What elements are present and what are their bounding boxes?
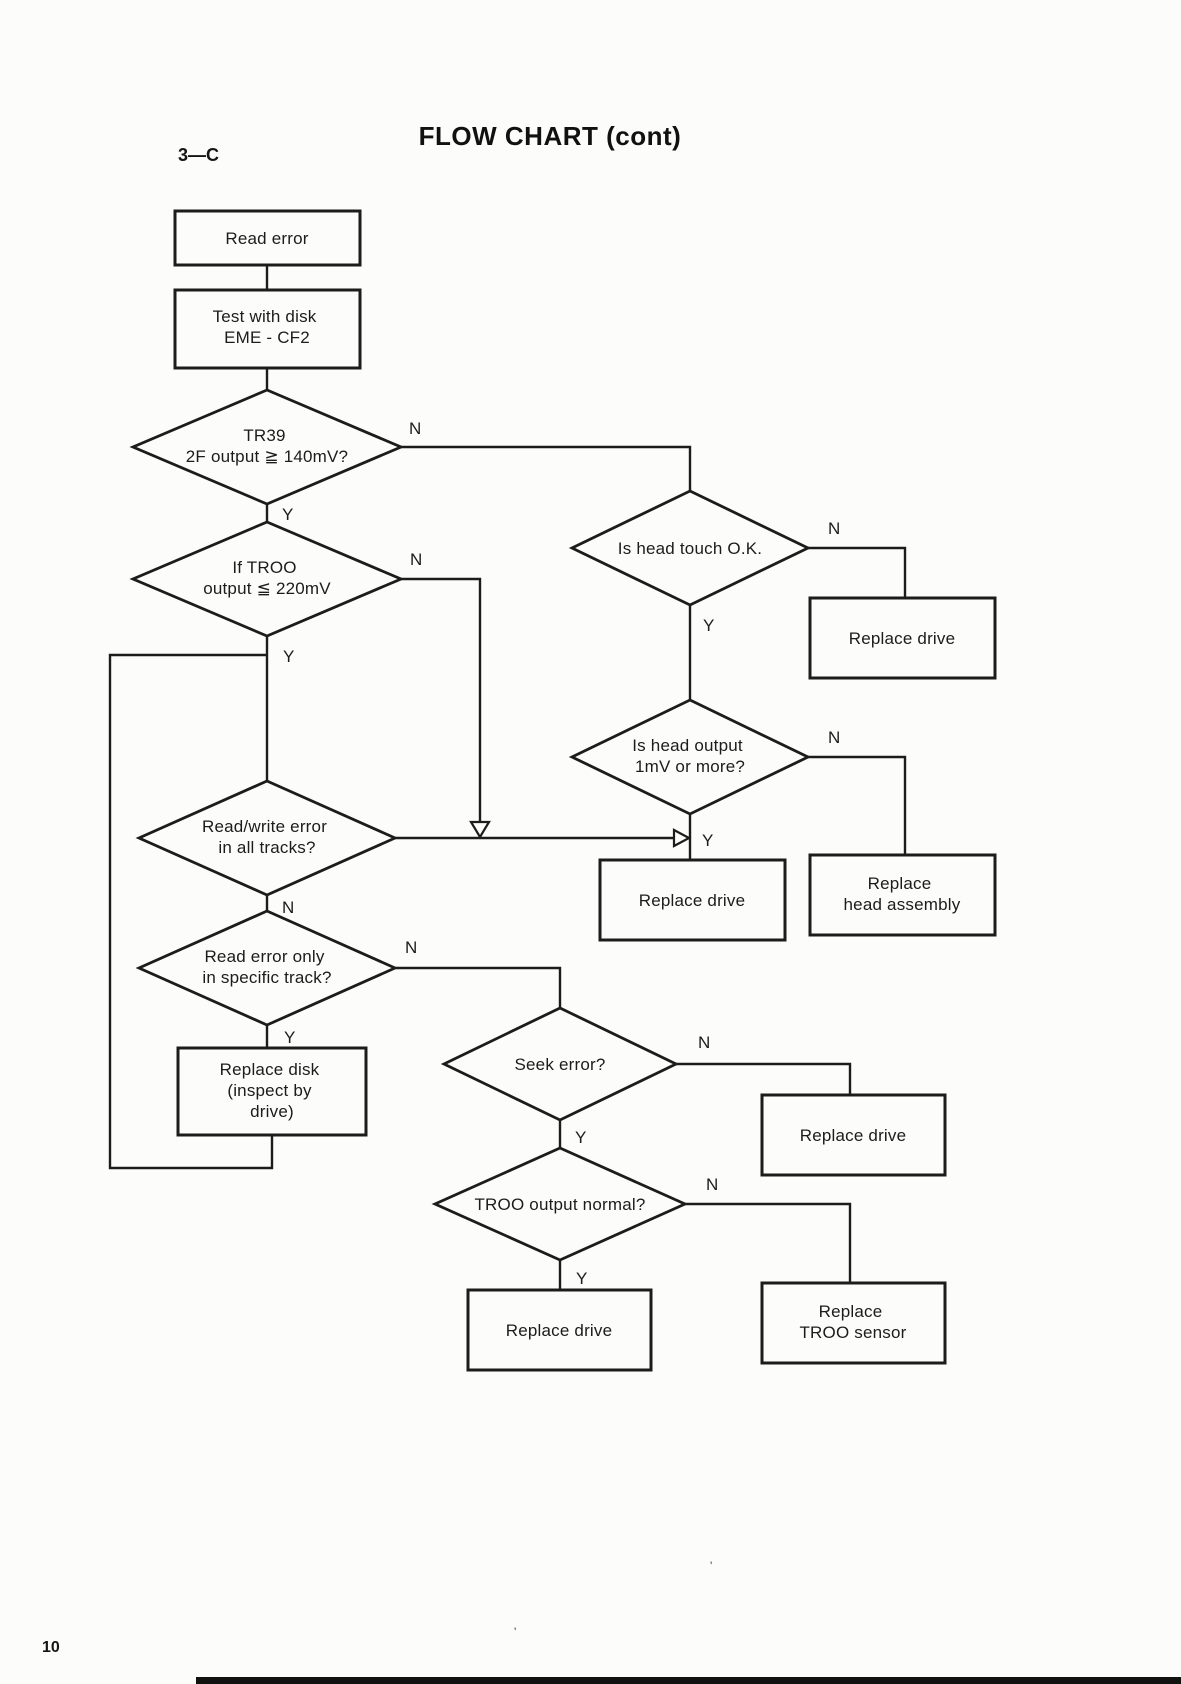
branch-specific-no: N [405,938,417,957]
branch-head-touch-no: N [828,519,840,538]
stray-mark-2: ' [514,1625,516,1639]
edge-troo-normal-no [685,1202,852,1283]
bottom-rule [196,1677,1181,1684]
branch-seek-no: N [698,1033,710,1052]
edge-tr39-no [401,445,692,491]
box-replace-drive-top-label: Replace drive [849,629,956,648]
decision-read-error-specific-label: Read error only in specific track? [202,947,331,987]
branch-head-output-no: N [828,728,840,747]
edge-replace-disk-loop [108,653,274,1170]
branch-troo-220-no: N [410,550,422,569]
edge-seek-no [676,1062,852,1095]
box-replace-disk [176,1046,368,1137]
branch-troo-220-yes: Y [283,647,294,666]
box-replace-drive-top [808,596,997,680]
arrowhead-right-icon [672,828,692,848]
decision-seek-error [440,1006,680,1122]
edge-specific-no [395,966,562,1008]
decision-tr39-label: TR39 2F output ≧ 140mV? [186,426,348,466]
flow-boxes: Read error Test with disk EME - CF2 Repl… [173,209,997,1372]
branch-rw-error-no: N [282,898,294,917]
decision-troo-220 [129,520,405,638]
edge-head-touch-no [808,546,907,598]
box-replace-troo-sensor [760,1281,947,1365]
decision-tr39 [129,388,405,506]
arrowheads [469,820,692,848]
decision-troo-normal-label: TROO output normal? [474,1195,645,1214]
branch-head-output-yes: Y [702,831,713,850]
box-replace-head-assembly-label: Replace head assembly [844,874,961,914]
box-test-disk [173,288,362,370]
box-read-error-label: Read error [225,229,308,248]
box-replace-head-assembly [808,853,997,937]
box-replace-drive-seek [760,1093,947,1177]
page-number: 10 [42,1639,60,1656]
decision-seek-error-label: Seek error? [514,1055,605,1074]
stray-mark-1: ' [710,1559,712,1573]
decision-head-output-label: Is head output 1mV or more? [632,736,748,776]
branch-seek-yes: Y [575,1128,586,1147]
box-replace-drive-bottom-label: Replace drive [506,1321,613,1340]
decision-head-touch-label: Is head touch O.K. [618,539,762,558]
flow-edges [108,265,907,1290]
branch-specific-yes: Y [284,1028,295,1047]
decision-rw-error-all-tracks [135,779,399,897]
box-replace-troo-sensor-label: Replace TROO sensor [799,1302,906,1342]
box-read-error [173,209,362,267]
decision-troo-normal [431,1146,689,1262]
branch-troo-normal-yes: Y [576,1269,587,1288]
decision-troo-220-label: If TROO output ≦ 220mV [203,558,331,598]
box-replace-drive-bottom [466,1288,653,1372]
page-header: 3—C FLOW CHART (cont) [178,121,681,165]
branch-tr39-yes: Y [282,505,293,524]
box-replace-drive-mid [598,858,787,942]
page-title: FLOW CHART (cont) [419,121,682,151]
decision-read-error-specific [135,909,399,1027]
box-test-disk-label: Test with disk EME - CF2 [213,307,322,347]
box-replace-drive-seek-label: Replace drive [800,1126,907,1145]
branch-labels: N Y N Y N Y N Y N Y N N Y N Y [282,419,840,1288]
decision-rw-error-all-tracks-label: Read/write error in all tracks? [202,817,332,857]
arrowhead-down-icon [469,820,491,840]
box-replace-disk-label: Replace disk (inspect by drive) [220,1060,325,1121]
page-footer: 10 ' ' [42,1559,1181,1684]
decision-head-output [568,698,812,816]
flow-decisions: TR39 2F output ≧ 140mV? If TROO output ≦… [129,388,812,1262]
branch-head-touch-yes: Y [703,616,714,635]
branch-tr39-no: N [409,419,421,438]
edge-troo220-no [401,577,482,822]
box-replace-drive-mid-label: Replace drive [639,891,746,910]
decision-head-touch [568,489,812,607]
branch-troo-normal-no: N [706,1175,718,1194]
section-label: 3—C [178,145,219,165]
edge-head-output-no [808,755,907,855]
